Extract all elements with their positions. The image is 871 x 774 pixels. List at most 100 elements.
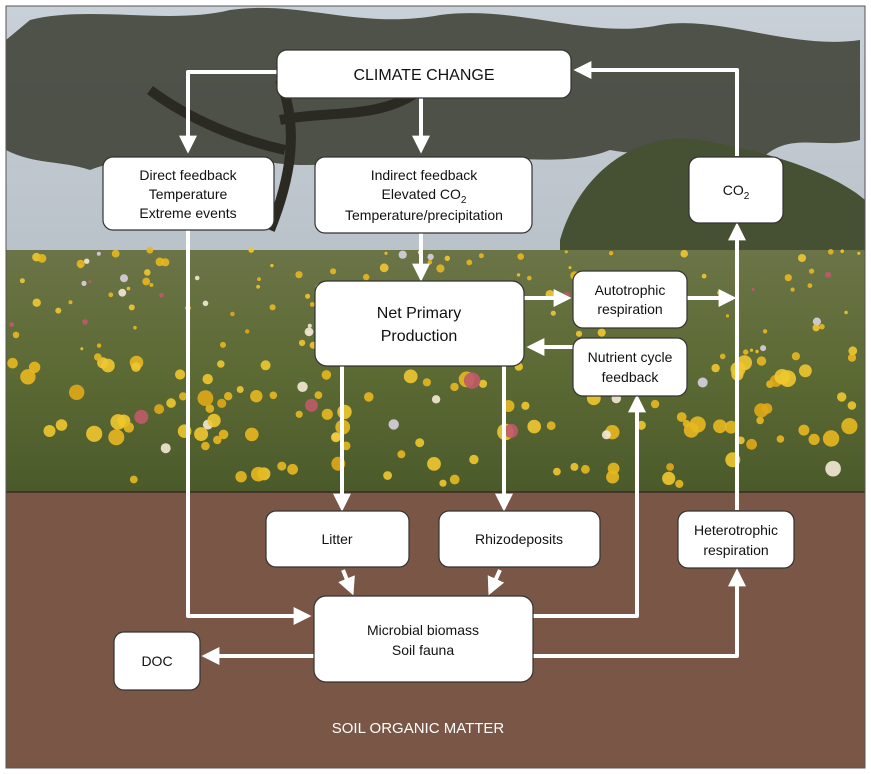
co2-sub: 2 xyxy=(744,191,750,202)
flower xyxy=(762,329,768,334)
flower xyxy=(250,466,266,482)
flower xyxy=(756,416,764,425)
flower xyxy=(807,283,813,288)
flower xyxy=(20,369,36,385)
arrows xyxy=(179,61,746,665)
flower xyxy=(383,471,392,480)
flower xyxy=(662,471,676,485)
flower xyxy=(37,254,47,263)
flower xyxy=(19,278,25,284)
litter-label: Litter xyxy=(321,531,352,547)
flower xyxy=(277,461,287,471)
flower xyxy=(28,361,41,373)
flower xyxy=(257,277,261,282)
box-autotrophic-respiration: Autotrophic respiration xyxy=(572,270,688,329)
flower xyxy=(675,479,684,488)
arrow-microbial-to-heterotrophic xyxy=(533,568,746,658)
flower xyxy=(194,427,209,442)
flower xyxy=(55,307,62,314)
flower xyxy=(307,323,312,328)
flower xyxy=(847,401,857,410)
flower xyxy=(809,268,815,274)
arrow-climate-to-direct xyxy=(179,70,277,154)
flower xyxy=(217,398,227,408)
arrow-microbial-to-nutrient xyxy=(533,394,646,618)
flower xyxy=(96,251,101,256)
flower xyxy=(7,357,18,369)
flower xyxy=(808,433,820,445)
indirect-feedback-line3: Temperature/precipitation xyxy=(345,207,503,223)
flower xyxy=(197,390,214,407)
flower xyxy=(828,249,834,255)
flower xyxy=(96,343,102,348)
flower xyxy=(701,273,707,279)
flower xyxy=(236,386,244,393)
flower xyxy=(725,314,730,318)
flower xyxy=(245,427,259,442)
flower xyxy=(847,353,857,362)
flower xyxy=(581,464,590,474)
flower xyxy=(269,304,276,311)
flower xyxy=(12,331,20,339)
flower xyxy=(439,479,447,487)
flower xyxy=(403,369,418,384)
flower xyxy=(676,412,687,422)
flower xyxy=(159,292,164,298)
flower xyxy=(128,304,135,311)
box-litter: Litter xyxy=(265,510,410,568)
flower xyxy=(260,360,271,371)
flower xyxy=(32,298,41,307)
flower xyxy=(427,260,433,265)
flower xyxy=(711,363,720,373)
flower xyxy=(134,409,149,424)
flower xyxy=(205,404,215,413)
flower xyxy=(248,247,255,253)
flower xyxy=(146,246,154,254)
box-co2: CO2 xyxy=(688,156,784,224)
flower xyxy=(798,254,806,262)
flower xyxy=(142,277,151,286)
flower xyxy=(717,290,721,295)
flower xyxy=(118,288,127,297)
flower xyxy=(256,284,260,289)
flower xyxy=(154,404,165,415)
flower xyxy=(774,369,790,385)
flower xyxy=(754,403,769,418)
flower xyxy=(746,438,757,450)
flower xyxy=(719,353,726,360)
flower xyxy=(812,324,820,332)
box-net-primary-production: Net Primary Production xyxy=(314,280,525,367)
flower xyxy=(43,425,56,437)
flower xyxy=(857,251,861,255)
flower xyxy=(450,382,459,392)
flower xyxy=(304,327,314,337)
box-doc: DOC xyxy=(113,631,201,691)
flower xyxy=(784,274,792,282)
flower xyxy=(82,319,88,325)
flower xyxy=(840,249,844,253)
flower xyxy=(202,300,209,307)
arrow-litter-to-microbial xyxy=(338,569,355,596)
flower xyxy=(837,392,847,402)
flower xyxy=(521,401,530,410)
flower xyxy=(682,419,691,428)
flower xyxy=(321,408,333,420)
flower xyxy=(297,381,308,392)
flower xyxy=(819,323,825,330)
doc-label: DOC xyxy=(141,653,172,669)
box-rhizodeposits: Rhizodeposits xyxy=(438,510,601,568)
flower xyxy=(224,392,233,401)
flower xyxy=(822,430,840,447)
autotrophic-line1: Autotrophic xyxy=(595,282,666,298)
flower xyxy=(298,339,306,347)
flower xyxy=(179,392,188,401)
autotrophic-line2: respiration xyxy=(597,301,662,317)
flower xyxy=(108,292,114,298)
flower xyxy=(749,348,754,352)
flower xyxy=(202,373,213,385)
flower xyxy=(388,419,399,430)
flower xyxy=(550,310,556,316)
flower xyxy=(201,441,210,451)
flower xyxy=(415,438,425,448)
flower xyxy=(546,421,556,431)
